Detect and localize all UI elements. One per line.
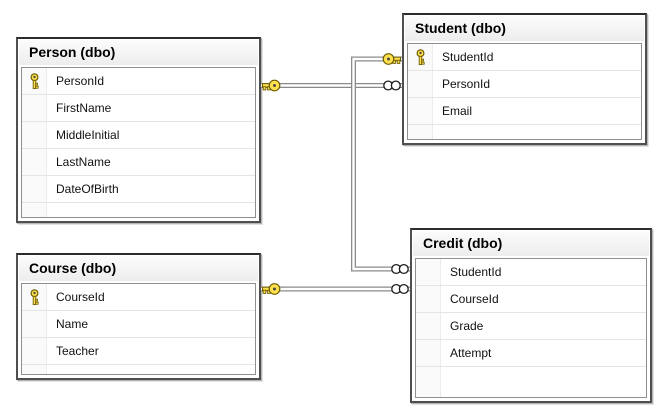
column-row[interactable]: PersonId <box>408 71 641 98</box>
table-person-title[interactable]: Person (dbo) <box>19 40 258 65</box>
empty-row[interactable] <box>416 367 646 397</box>
icon-cell-empty <box>416 286 441 312</box>
primary-key-icon <box>22 284 47 310</box>
icon-cell-empty <box>408 98 433 124</box>
icon-cell-empty <box>408 71 433 97</box>
empty-row[interactable] <box>22 365 255 374</box>
column-name: PersonId <box>442 77 491 91</box>
icon-cell-empty <box>416 340 441 366</box>
table-person-columns: PersonId FirstName MiddleInitial LastNam… <box>21 67 256 218</box>
table-person[interactable]: Person (dbo) PersonId FirstName MiddleIn… <box>16 37 261 223</box>
icon-cell-empty <box>22 365 47 374</box>
column-name: DateOfBirth <box>56 182 119 196</box>
column-row[interactable]: PersonId <box>22 68 255 95</box>
icon-cell-empty <box>416 313 441 339</box>
relationship-course-credit[interactable] <box>261 283 410 295</box>
column-name: Teacher <box>56 344 99 358</box>
column-name: FirstName <box>56 101 112 115</box>
table-course-title[interactable]: Course (dbo) <box>19 256 258 281</box>
table-course[interactable]: Course (dbo) CourseId Name Teacher <box>16 253 261 380</box>
column-row[interactable]: Email <box>408 98 641 125</box>
icon-cell-empty <box>408 125 433 139</box>
column-row[interactable]: LastName <box>22 149 255 176</box>
column-name: Attempt <box>450 346 492 360</box>
table-credit-title[interactable]: Credit (dbo) <box>413 231 649 256</box>
table-credit-columns: StudentId CourseId Grade Attempt <box>415 258 647 398</box>
column-row[interactable]: Teacher <box>22 338 255 365</box>
column-name: Grade <box>450 319 484 333</box>
icon-cell-empty <box>22 338 47 364</box>
icon-cell-empty <box>22 311 47 337</box>
empty-row[interactable] <box>22 203 255 217</box>
icon-cell-empty <box>22 203 47 217</box>
column-row[interactable]: Attempt <box>416 340 646 367</box>
icon-cell-empty <box>22 176 47 202</box>
icon-cell-empty <box>22 95 47 121</box>
column-row[interactable]: StudentId <box>408 44 641 71</box>
column-name: Name <box>56 317 89 331</box>
column-row[interactable]: CourseId <box>416 286 646 313</box>
icon-cell-empty <box>22 149 47 175</box>
column-name: PersonId <box>56 74 105 88</box>
column-row[interactable]: DateOfBirth <box>22 176 255 203</box>
primary-key-icon <box>22 68 47 94</box>
empty-cell <box>47 365 255 374</box>
column-row[interactable]: CourseId <box>22 284 255 311</box>
table-student[interactable]: Student (dbo) StudentId PersonId Email <box>402 13 647 145</box>
empty-cell <box>441 367 646 397</box>
column-row[interactable]: Name <box>22 311 255 338</box>
column-name: StudentId <box>450 265 502 279</box>
empty-cell <box>47 203 255 217</box>
empty-cell <box>433 125 641 139</box>
column-name: CourseId <box>56 290 105 304</box>
column-name: CourseId <box>450 292 499 306</box>
empty-row[interactable] <box>408 125 641 139</box>
column-name: LastName <box>56 155 111 169</box>
table-credit[interactable]: Credit (dbo) StudentId CourseId Grade At… <box>410 228 652 403</box>
column-row[interactable]: MiddleInitial <box>22 122 255 149</box>
table-student-columns: StudentId PersonId Email <box>407 43 642 140</box>
column-name: MiddleInitial <box>56 128 120 142</box>
column-name: StudentId <box>442 50 494 64</box>
column-row[interactable]: StudentId <box>416 259 646 286</box>
table-student-title[interactable]: Student (dbo) <box>405 16 644 41</box>
icon-cell-empty <box>22 122 47 148</box>
icon-cell-empty <box>416 259 441 285</box>
column-row[interactable]: FirstName <box>22 95 255 122</box>
primary-key-icon <box>408 44 433 70</box>
column-row[interactable]: Grade <box>416 313 646 340</box>
relationship-person-student[interactable] <box>261 79 402 92</box>
table-course-columns: CourseId Name Teacher <box>21 283 256 375</box>
column-name: Email <box>442 104 473 118</box>
icon-cell-empty <box>416 367 441 397</box>
